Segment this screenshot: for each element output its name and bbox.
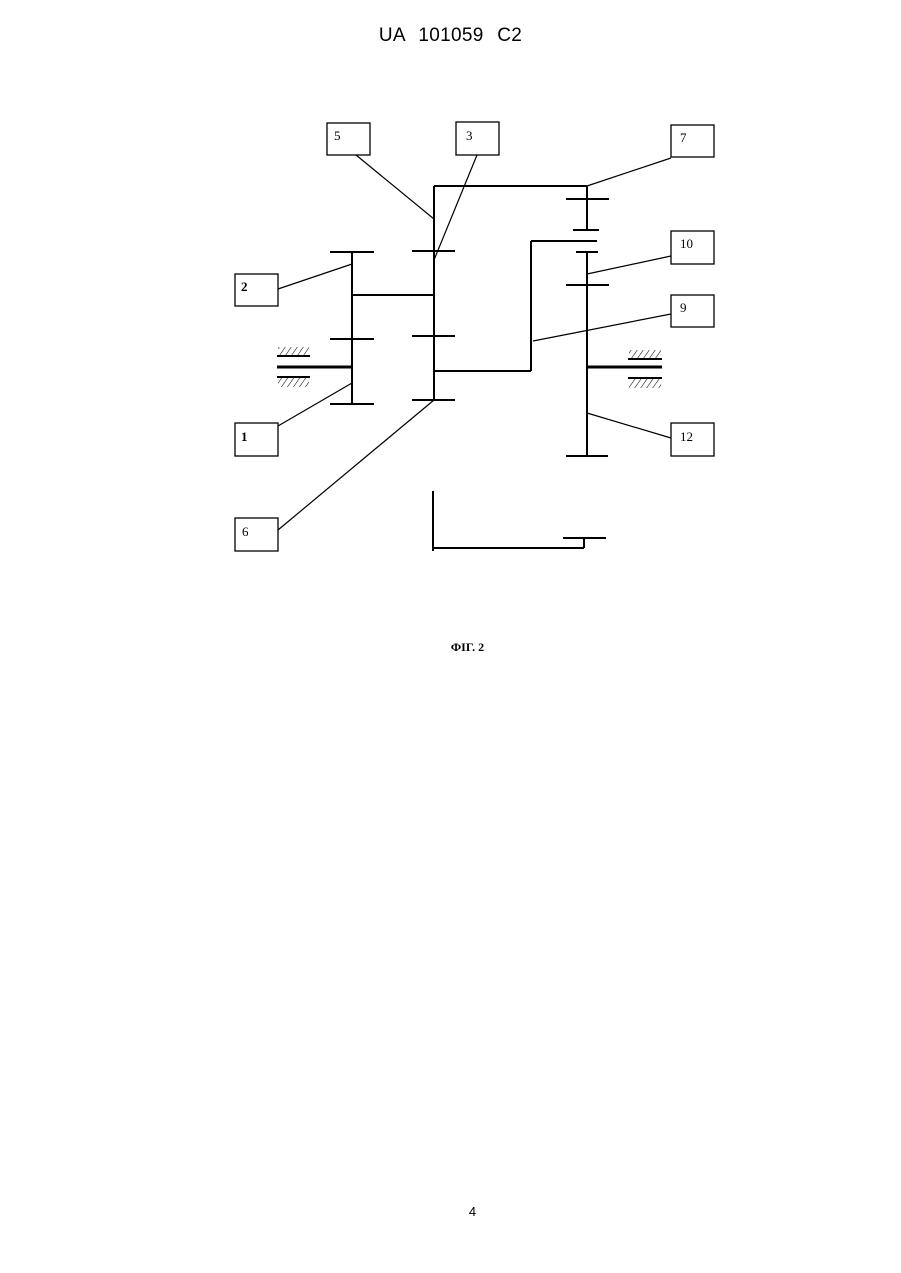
label-box-9: 9 [671,295,714,327]
label-text-5: 5 [334,128,341,143]
gearbox-kinematic-diagram: 5 3 7 10 2 9 1 12 [0,0,901,620]
leader-line-9 [533,314,671,341]
leader-line-10 [587,256,671,274]
mechanism-lines [277,186,662,551]
label-box-12: 12 [671,423,714,456]
label-text-7: 7 [680,130,687,145]
leader-line-3 [434,155,477,260]
leader-line-6 [278,400,434,530]
page-number: 4 [0,1204,901,1219]
label-box-6: 6 [235,518,278,551]
right-bearing-symbol [628,350,662,388]
label-text-10: 10 [680,236,693,251]
label-box-10: 10 [671,231,714,264]
leader-line-12 [587,413,671,438]
label-text-9: 9 [680,300,687,315]
label-text-6: 6 [242,524,249,539]
label-box-7: 7 [671,125,714,157]
label-box-5: 5 [327,123,370,155]
leader-line-2 [278,264,352,289]
label-box-2: 2 [235,274,278,306]
leader-lines [278,155,671,530]
figure-caption: ФІГ. 2 [0,640,901,655]
label-box-3: 3 [456,122,499,155]
leader-line-7 [587,158,671,186]
label-text-3: 3 [466,128,473,143]
label-box-1: 1 [235,423,278,456]
label-text-2: 2 [241,279,248,294]
label-text-12: 12 [680,429,693,444]
label-text-1: 1 [241,429,248,444]
leader-line-5 [356,155,434,219]
